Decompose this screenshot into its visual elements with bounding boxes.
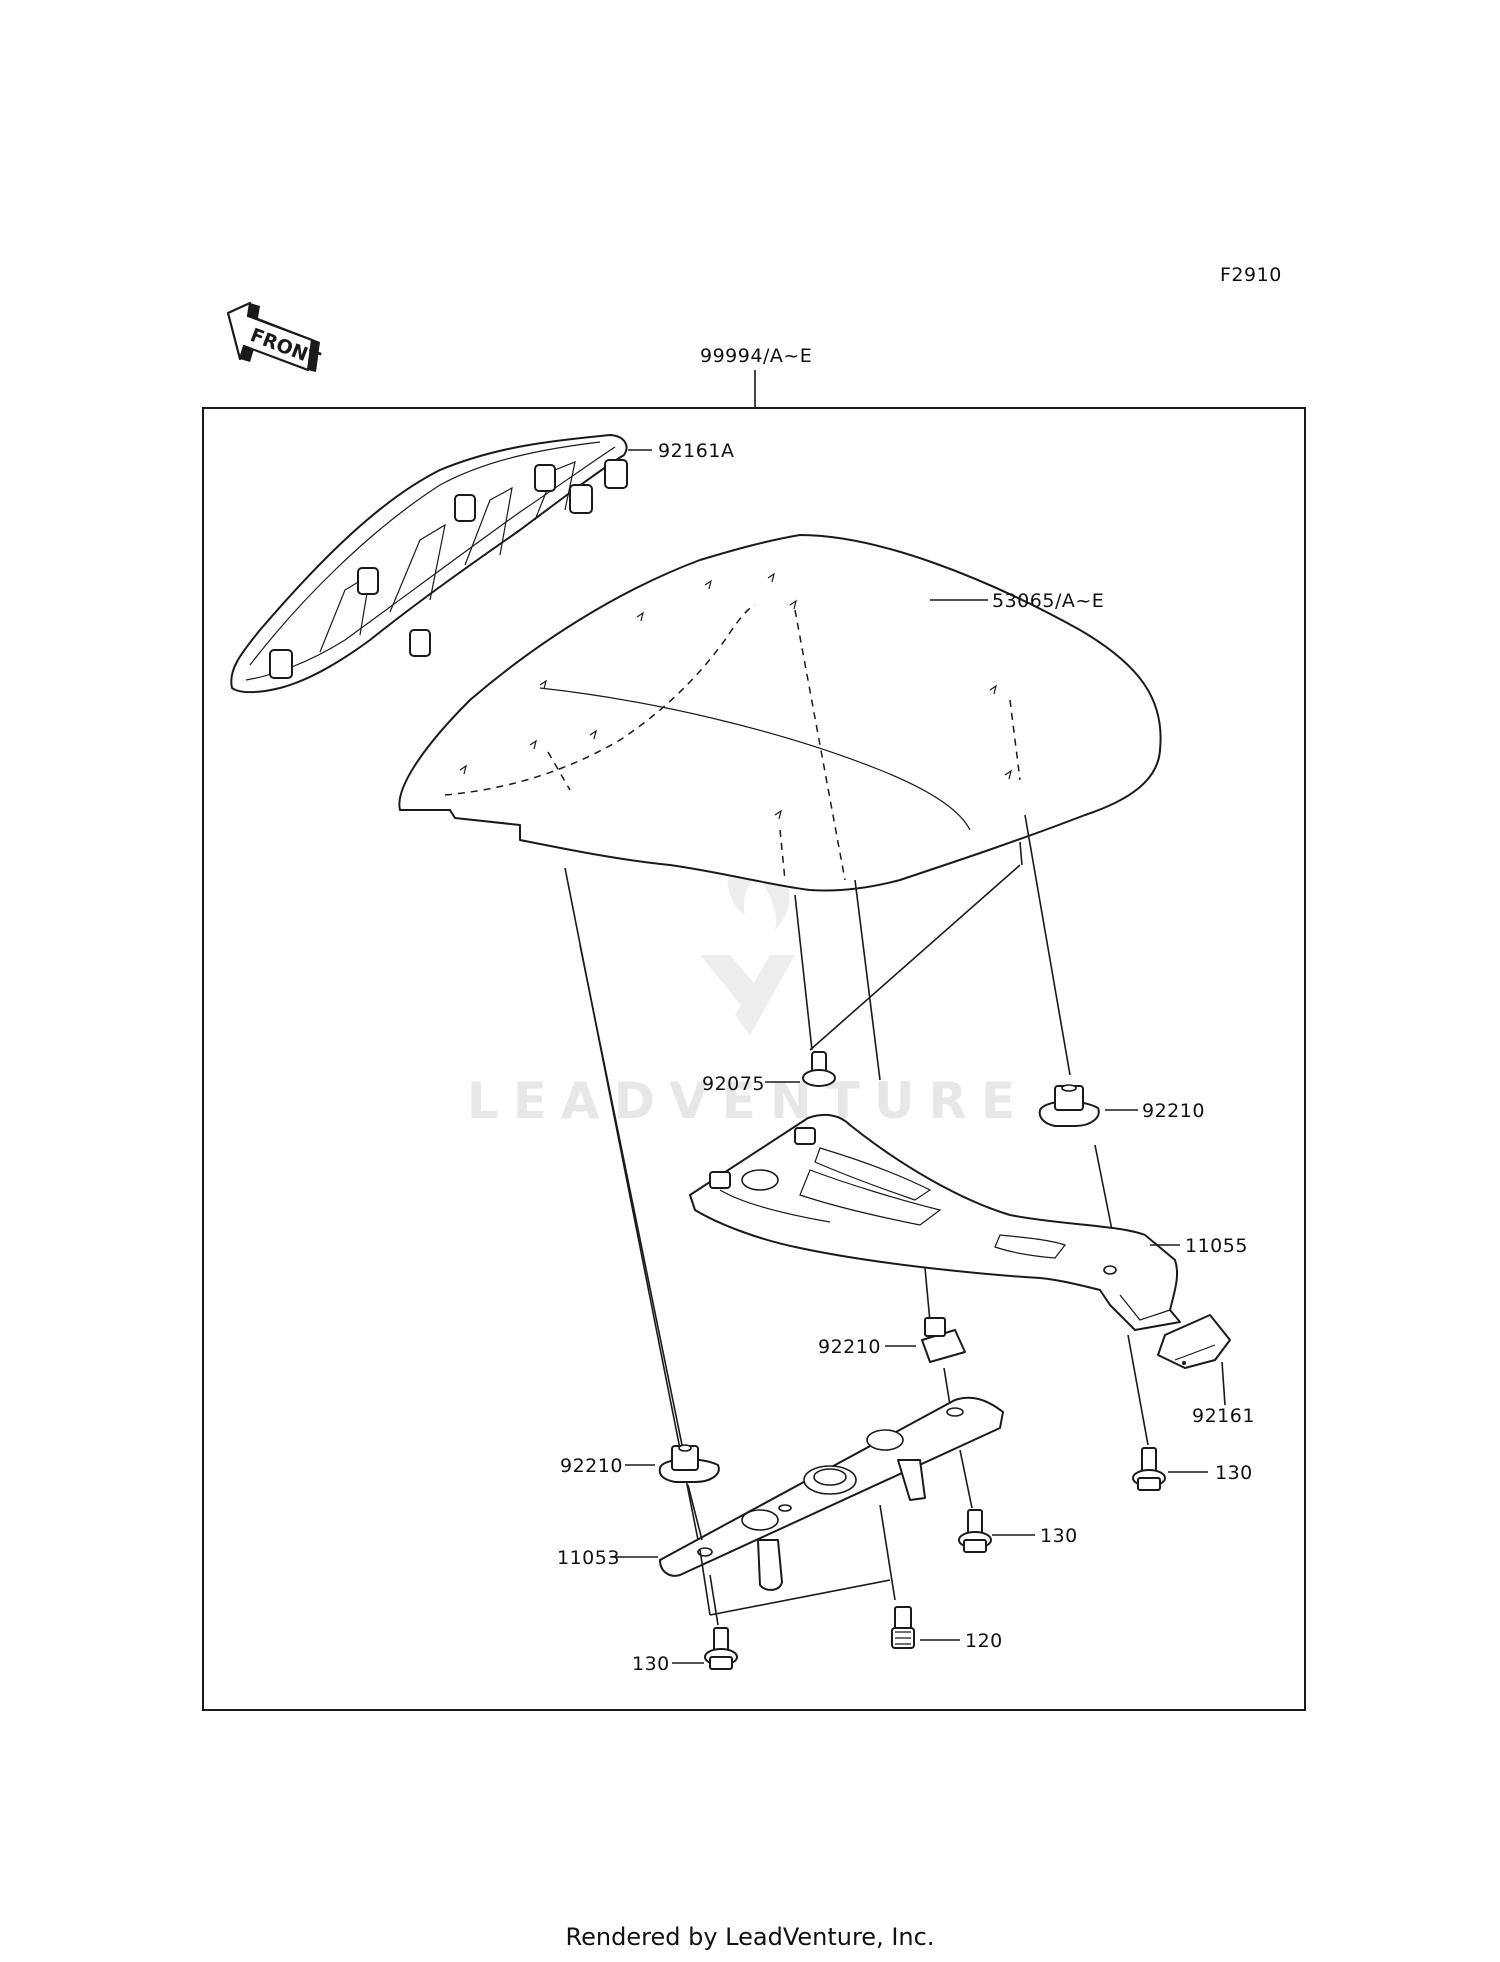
callout-92210-right: 92210 bbox=[1142, 1100, 1205, 1122]
callout-130-right: 130 bbox=[1215, 1462, 1253, 1484]
part-92210-left-nut bbox=[658, 1444, 720, 1483]
callout-120: 120 bbox=[965, 1630, 1003, 1652]
callout-92075: 92075 bbox=[702, 1073, 765, 1095]
part-92161-pad bbox=[1157, 1314, 1231, 1369]
callout-92210-mid: 92210 bbox=[818, 1336, 881, 1358]
part-92161a-base bbox=[230, 434, 628, 694]
part-92075-grommet bbox=[802, 1051, 836, 1087]
part-130-right-bolt bbox=[1132, 1447, 1166, 1491]
part-120-bolt bbox=[891, 1606, 915, 1649]
assembly-label: 99994/A~E bbox=[700, 345, 812, 367]
callout-130-bottom: 130 bbox=[632, 1653, 670, 1675]
callout-92161: 92161 bbox=[1192, 1405, 1255, 1427]
part-130-bottom-bolt bbox=[704, 1627, 738, 1670]
assembly-frame bbox=[202, 407, 1306, 1711]
callout-53065: 53065/A~E bbox=[992, 590, 1104, 612]
part-92210-mid-nut bbox=[921, 1317, 966, 1363]
part-53065-seat-cover bbox=[398, 534, 1162, 892]
diagram-code: F2910 bbox=[1220, 264, 1282, 286]
callout-11055: 11055 bbox=[1185, 1235, 1248, 1257]
callout-130-mid: 130 bbox=[1040, 1525, 1078, 1547]
watermark-text: LEADVENTURE bbox=[467, 1072, 1029, 1130]
part-130-mid-bolt bbox=[958, 1509, 992, 1553]
callout-92210-left: 92210 bbox=[560, 1455, 623, 1477]
callout-92161a: 92161A bbox=[658, 440, 734, 462]
part-11055-bracket bbox=[689, 1113, 1181, 1331]
part-11053-plate bbox=[659, 1396, 1004, 1591]
footer-credit: Rendered by LeadVenture, Inc. bbox=[566, 1923, 935, 1951]
part-92210-right-nut bbox=[1038, 1084, 1100, 1127]
front-arrow-icon: FRONT bbox=[226, 301, 323, 372]
callout-11053: 11053 bbox=[557, 1547, 620, 1569]
